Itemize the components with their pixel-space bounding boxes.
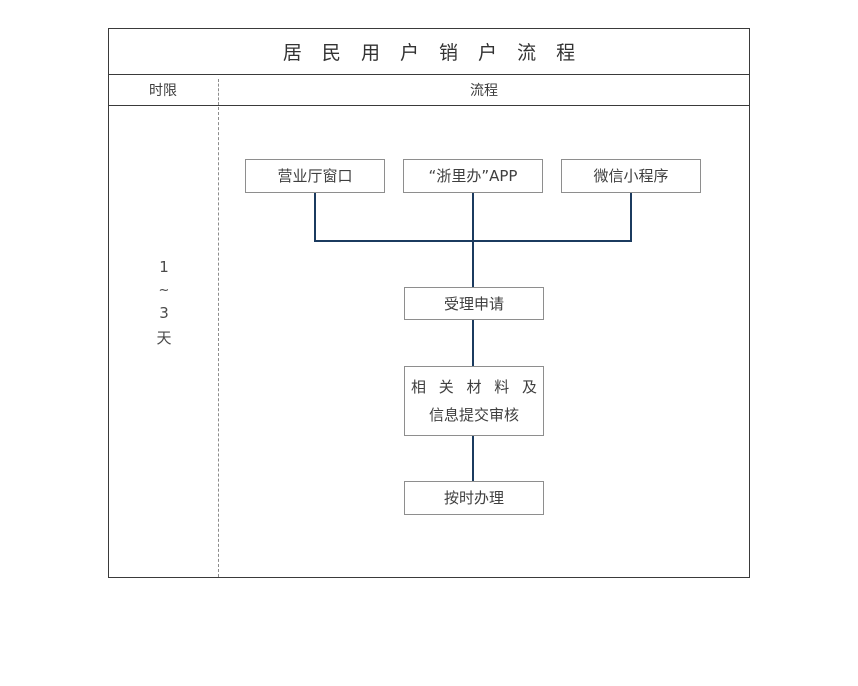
node-label: 按时办理 — [443, 489, 504, 507]
node-label: 微信小程序 — [593, 167, 669, 185]
time-limit-start: 1 — [159, 258, 169, 276]
connector-app-to-bus — [472, 193, 474, 242]
node-business-hall-window[interactable]: 营业厅窗口 — [245, 159, 385, 193]
connector-wechat-to-bus — [630, 193, 632, 242]
node-submit-materials-review[interactable]: 相 关 材 料 及 信息提交审核 — [404, 366, 544, 436]
connector-hall-to-bus — [314, 193, 316, 242]
node-process-on-time[interactable]: 按时办理 — [404, 481, 544, 515]
header-column-divider — [218, 79, 219, 105]
page-title: 居 民 用 户 销 户 流 程 — [282, 41, 583, 64]
node-zhelipan-app[interactable]: “浙里办”APP — [403, 159, 543, 193]
connector-materials-to-handle — [472, 436, 474, 482]
header-time-limit: 时限 — [149, 83, 177, 99]
node-label: 营业厅窗口 — [277, 167, 353, 185]
node-accept-application[interactable]: 受理申请 — [404, 287, 544, 320]
title-row: 居 民 用 户 销 户 流 程 — [108, 28, 750, 75]
node-label-line1: 相 关 材 料 及 — [410, 378, 542, 396]
time-limit-separator: ~ — [158, 283, 170, 298]
node-label: 受理申请 — [443, 294, 504, 313]
node-label: “浙里办”APP — [428, 167, 518, 185]
time-limit-end: 3 — [159, 304, 169, 322]
header-process: 流程 — [470, 83, 498, 99]
connector-accept-to-materials — [472, 320, 474, 367]
body-column-divider — [218, 107, 219, 577]
node-wechat-miniprogram[interactable]: 微信小程序 — [561, 159, 701, 193]
time-limit-value: 1 ~ 3 天 — [110, 255, 218, 351]
node-label-line2: 信息提交审核 — [428, 406, 519, 424]
table-header-row: 时限 流程 — [108, 75, 750, 106]
time-limit-unit: 天 — [156, 329, 172, 347]
connector-bus-to-accept — [472, 240, 474, 288]
